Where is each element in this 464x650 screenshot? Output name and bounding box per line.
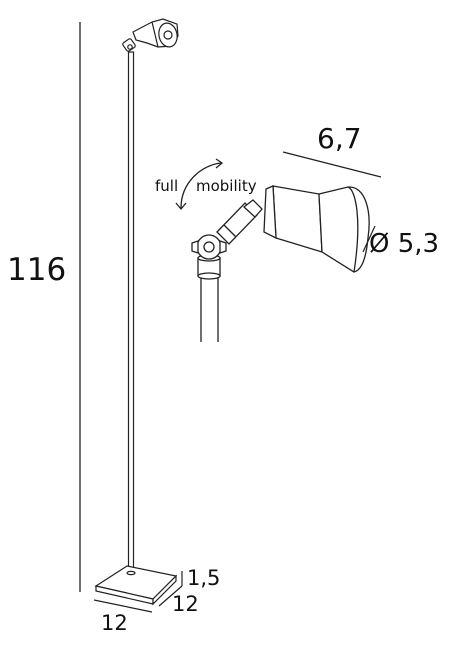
head-length-line [282,151,382,178]
mobility-annotation: full mobility [155,158,257,211]
head-length-label: 6,7 [317,122,362,155]
head-diameter-label: Ø 5,3 [369,229,439,259]
detail-shade [263,185,370,273]
base-depth-line [158,585,183,607]
floor-lamp [94,18,179,606]
mobility-label: mobility [196,177,257,195]
height-label: 116 [7,252,66,288]
base-width-line [93,599,153,613]
head-length-dimension: 6,7 [282,122,382,178]
lamp-base [94,565,178,606]
base-height-label: 1,5 [187,566,220,590]
detail-arm [216,199,263,245]
lamp-pole [127,51,135,575]
base-width-label: 12 [101,611,128,635]
lamp-head-small [132,18,179,48]
full-label: full [155,177,178,195]
head-diameter-line [362,225,376,253]
detail-pole [200,276,219,342]
lamp-joint-small [122,38,136,52]
rotation-arrow-icon [180,162,222,209]
base-depth-label: 12 [172,592,199,616]
base-dimensions: 1,5 12 12 [93,566,220,635]
height-dimension: 116 [7,22,81,592]
detail-joint [191,234,227,280]
lamp-head-detail [191,185,376,342]
